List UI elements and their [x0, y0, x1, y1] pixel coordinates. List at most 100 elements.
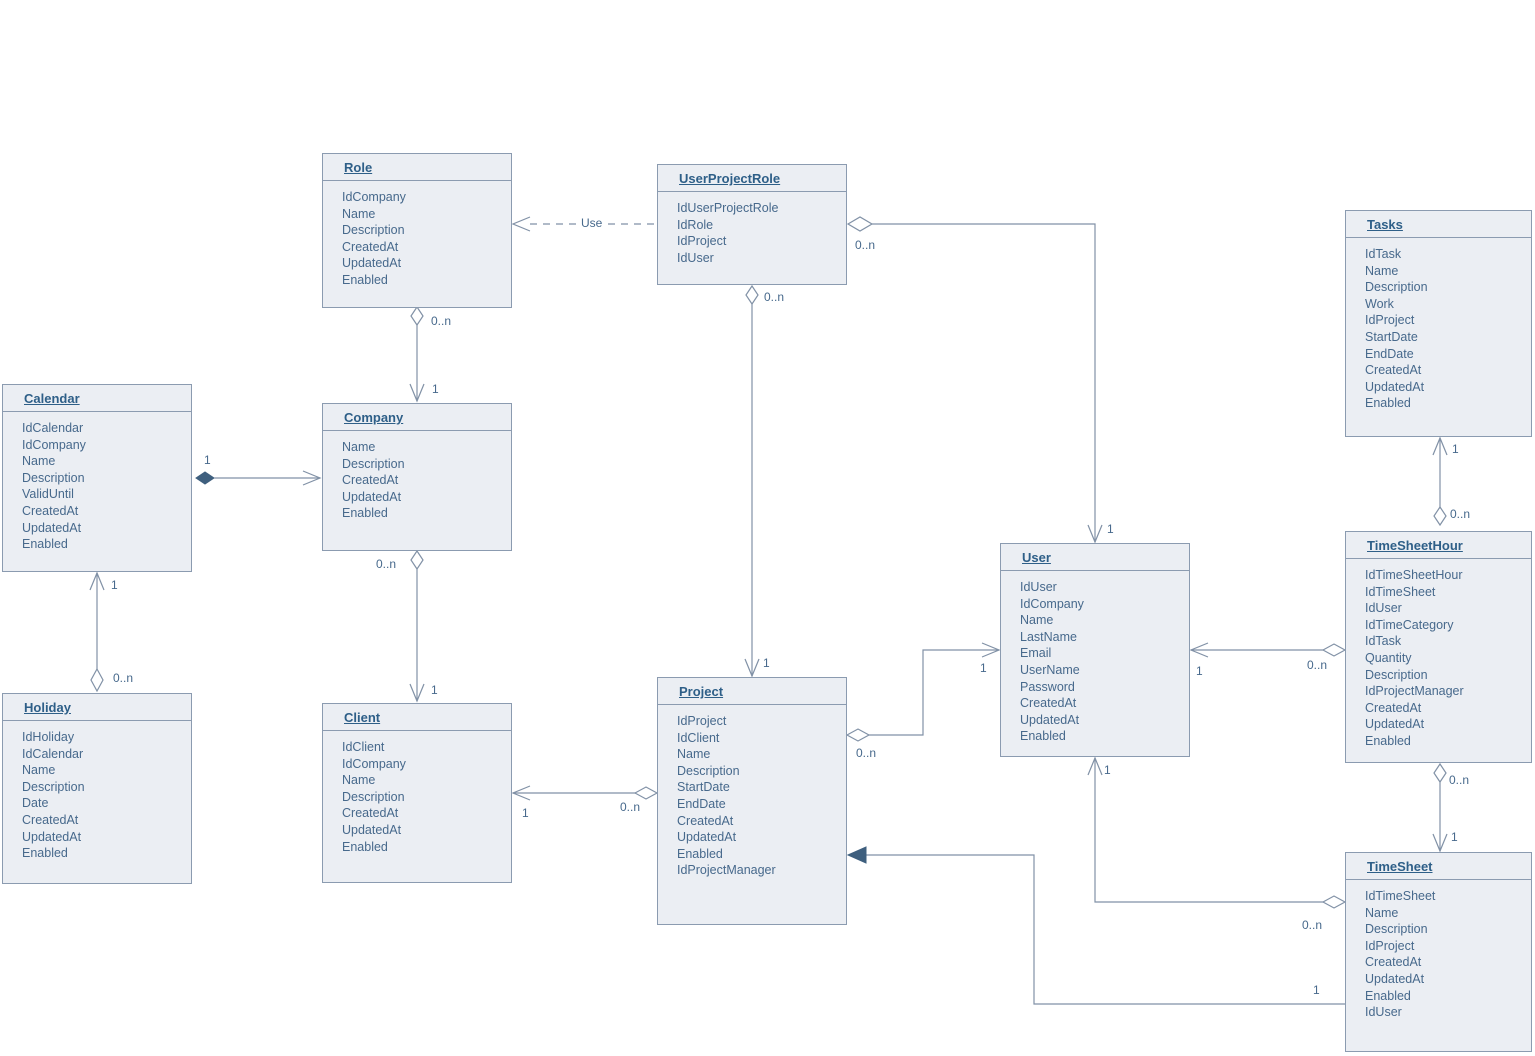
entity-field: ValidUntil	[22, 487, 74, 502]
entity-field: Enabled	[1365, 988, 1411, 1003]
multiplicity-label: 0..n	[1449, 773, 1470, 787]
connector-company-client[interactable]	[409, 549, 425, 703]
entity-field: IdUser	[1365, 1005, 1402, 1020]
aggregation-diamond-icon	[1433, 505, 1447, 527]
entity-title: Client	[323, 704, 511, 731]
entity-field: Enabled	[22, 846, 68, 861]
multiplicity-label: 1	[1107, 522, 1114, 536]
entity-field: Description	[1365, 922, 1428, 937]
entity-field: Enabled	[677, 846, 723, 861]
entity-field: UpdatedAt	[22, 520, 82, 535]
entity-field: Name	[22, 454, 56, 469]
multiplicity-label: 1	[522, 806, 529, 820]
entity-field: CreatedAt	[1365, 700, 1422, 715]
entity-field: UpdatedAt	[342, 822, 402, 837]
connector-role-company[interactable]	[409, 305, 425, 403]
open-arrowhead-icon	[409, 683, 425, 703]
entity-field: StartDate	[1365, 329, 1418, 344]
entity-field: IdCompany	[1020, 596, 1084, 611]
connector-tasks-timesheethour[interactable]	[1432, 436, 1448, 527]
entity-field: IdTimeCategory	[1365, 617, 1454, 632]
connector-userprojectrole-project[interactable]	[744, 284, 760, 678]
entity-field: IdTimeSheet	[1365, 584, 1436, 599]
multiplicity-label: 0..n	[376, 557, 397, 571]
multiplicity-label: 0..n	[620, 800, 641, 814]
entity-field: Quantity	[1365, 650, 1412, 665]
entity-field: IdTimeSheet	[1365, 889, 1436, 903]
entity-title: Holiday	[3, 694, 191, 721]
multiplicity-label: 0..n	[1450, 507, 1471, 521]
composition-diamond-icon	[195, 471, 215, 485]
entity-field: IdProject	[677, 714, 727, 728]
entity-field: UpdatedAt	[342, 489, 402, 504]
open-arrowhead-icon	[744, 658, 760, 678]
multiplicity-label: 1	[1452, 442, 1459, 456]
entity-field: IdTask	[1365, 634, 1402, 649]
entity-field: IdProjectManager	[1365, 684, 1464, 699]
entity-field: IdTimeSheetHour	[1365, 568, 1463, 582]
open-arrowhead-icon	[409, 383, 425, 403]
connector-userprojectrole-role-use[interactable]	[511, 216, 657, 232]
entity-field: Enabled	[342, 506, 388, 521]
aggregation-diamond-icon	[633, 786, 659, 800]
connector-project-client[interactable]	[511, 785, 659, 801]
entity-field: CreatedAt	[677, 813, 734, 828]
entity-title: TimeSheetHour	[1346, 532, 1531, 559]
multiplicity-label: 0..n	[431, 314, 452, 328]
entity-field: IdProjectManager	[677, 863, 776, 878]
aggregation-diamond-icon	[1321, 643, 1347, 657]
entity-field: UpdatedAt	[677, 830, 737, 845]
entity-field: Name	[342, 206, 376, 221]
entity-field: EndDate	[677, 796, 726, 811]
connector-user-timesheethour[interactable]	[1189, 642, 1347, 658]
entity-title: Calendar	[3, 385, 191, 412]
entity-field: UpdatedAt	[1365, 971, 1425, 986]
aggregation-diamond-icon	[410, 305, 424, 327]
entity-field: IdRole	[677, 217, 714, 232]
connector-timesheet-user[interactable]	[1087, 756, 1347, 909]
entity-field: IdUser	[1020, 580, 1057, 594]
multiplicity-label: 1	[1313, 983, 1320, 997]
entity-field: Name	[1020, 613, 1054, 628]
connector-calendar-holiday[interactable]	[89, 571, 105, 693]
connector-timesheethour-timesheet[interactable]	[1432, 762, 1448, 853]
aggregation-diamond-icon	[745, 284, 759, 306]
entity-field: UpdatedAt	[1020, 712, 1080, 727]
connector-userprojectrole-user[interactable]	[846, 216, 1103, 544]
entity-field: Description	[1365, 280, 1428, 295]
entity-field: CreatedAt	[22, 503, 79, 518]
entity-field: UpdatedAt	[1365, 379, 1425, 394]
entity-field: IdHoliday	[22, 730, 75, 744]
open-arrowhead-icon	[1087, 756, 1103, 776]
entity-field: UpdatedAt	[22, 829, 82, 844]
multiplicity-label: 1	[204, 453, 211, 467]
connector-project-user[interactable]	[845, 642, 1001, 742]
entity-title: User	[1001, 544, 1189, 571]
connector-calendar-company[interactable]	[195, 470, 322, 486]
entity-field: IdCalendar	[22, 746, 84, 761]
entity-field: Description	[342, 789, 405, 804]
connector-timesheet-project[interactable]	[846, 846, 1345, 1005]
entity-field: IdClient	[342, 740, 385, 754]
entity-field: CreatedAt	[1020, 696, 1077, 711]
open-arrowhead-icon	[511, 785, 531, 801]
